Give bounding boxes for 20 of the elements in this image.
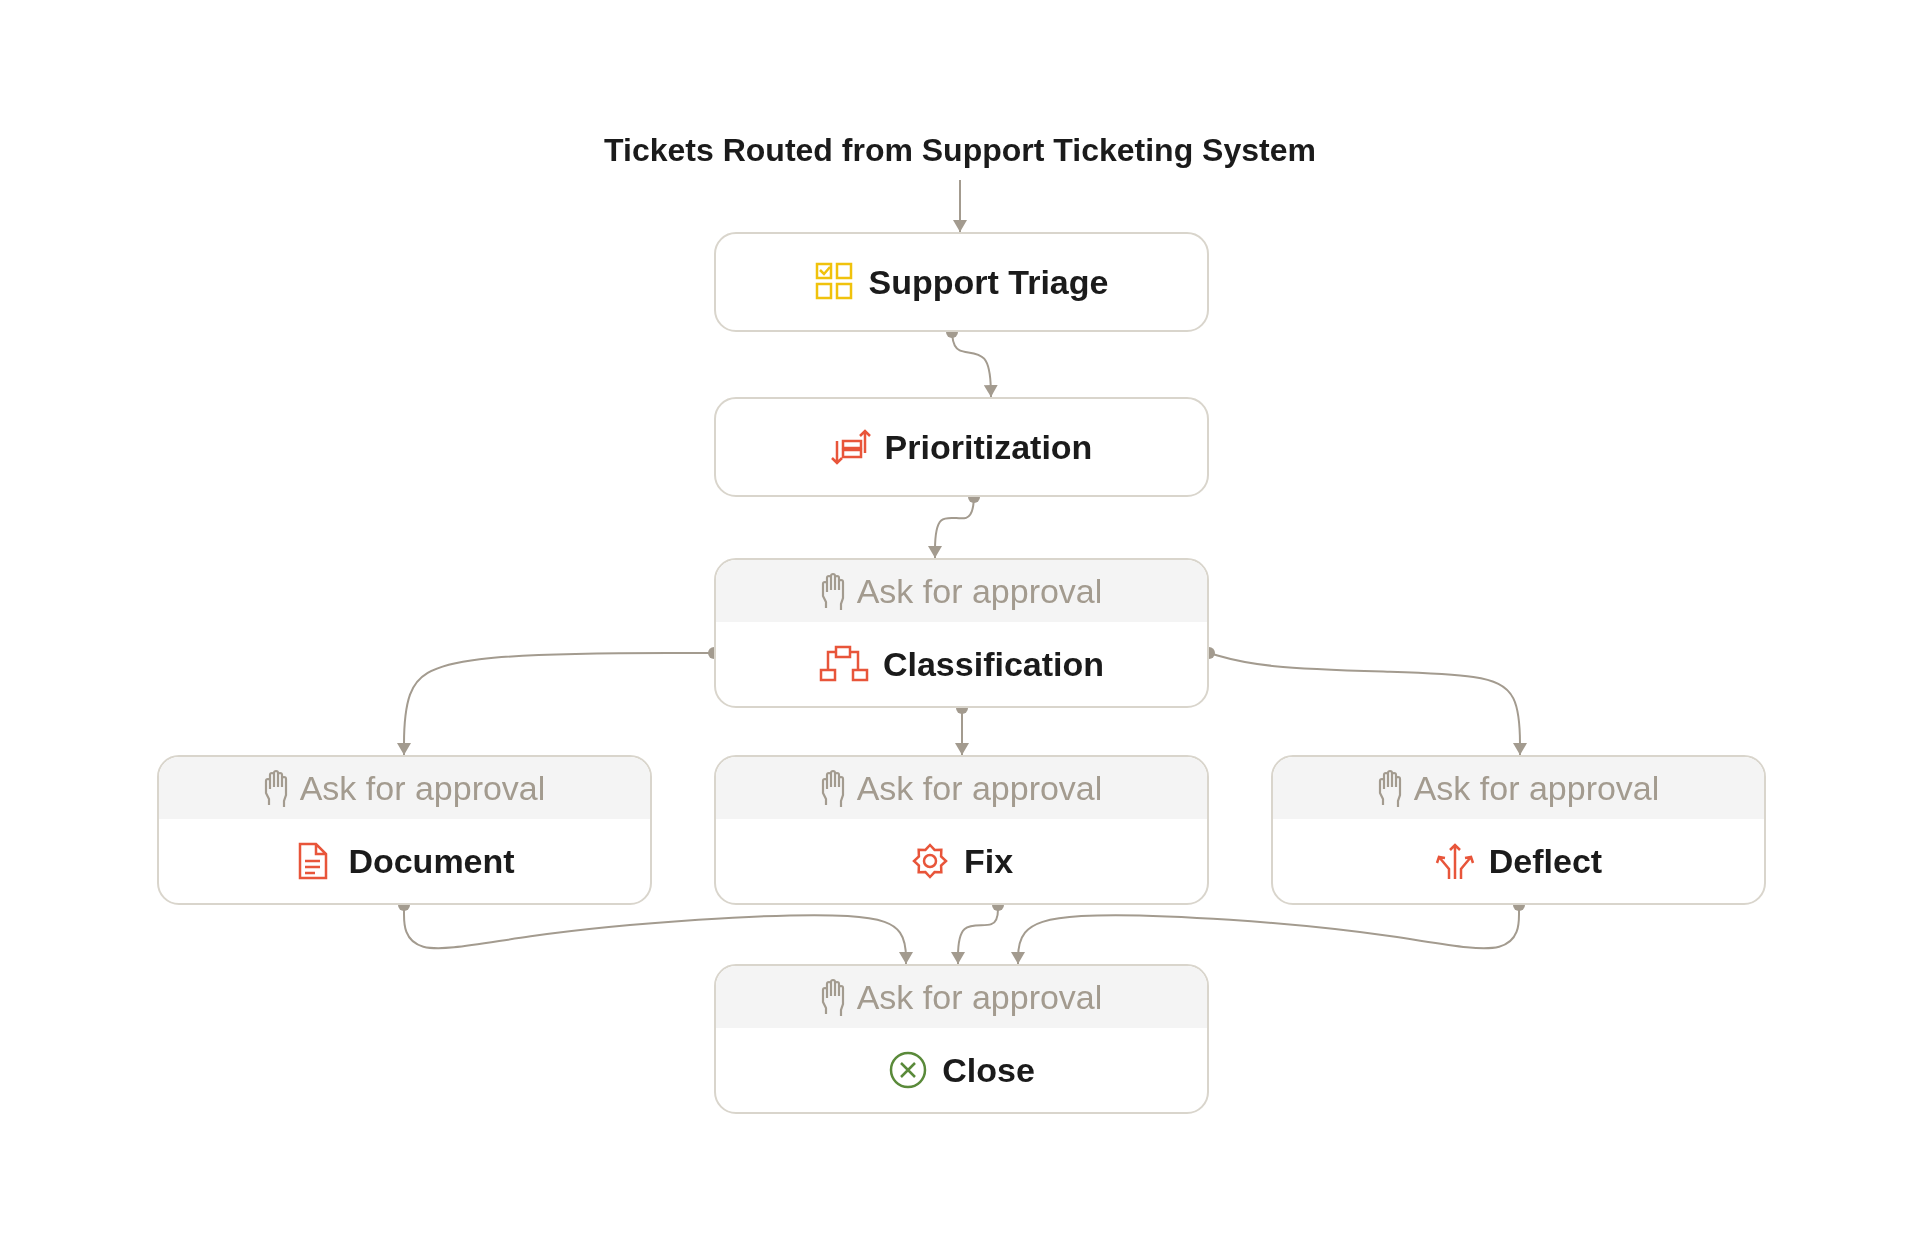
step-title: Fix [963,841,1014,881]
approval-label: Ask for approval [299,768,546,808]
process-box [714,397,1209,497]
approval-label: Ask for approval [1413,768,1660,808]
step-title: Support Triage [868,262,1109,302]
step-title: Prioritization [884,427,1093,467]
approval-label: Ask for approval [856,768,1103,808]
step-title: Close [942,1050,1035,1090]
approval-step-box [157,755,652,905]
approval-step-box [714,964,1209,1114]
step-title: Document [348,841,515,881]
step-title: Classification [882,644,1105,684]
approval-step-box [714,558,1209,708]
approval-step-box [714,755,1209,905]
approval-label: Ask for approval [856,571,1103,611]
step-title: Deflect [1488,841,1603,881]
approval-step-box [1271,755,1766,905]
source-label: Tickets Routed from Support Ticketing System [604,131,1316,169]
approval-label: Ask for approval [856,977,1103,1017]
process-box [714,232,1209,332]
